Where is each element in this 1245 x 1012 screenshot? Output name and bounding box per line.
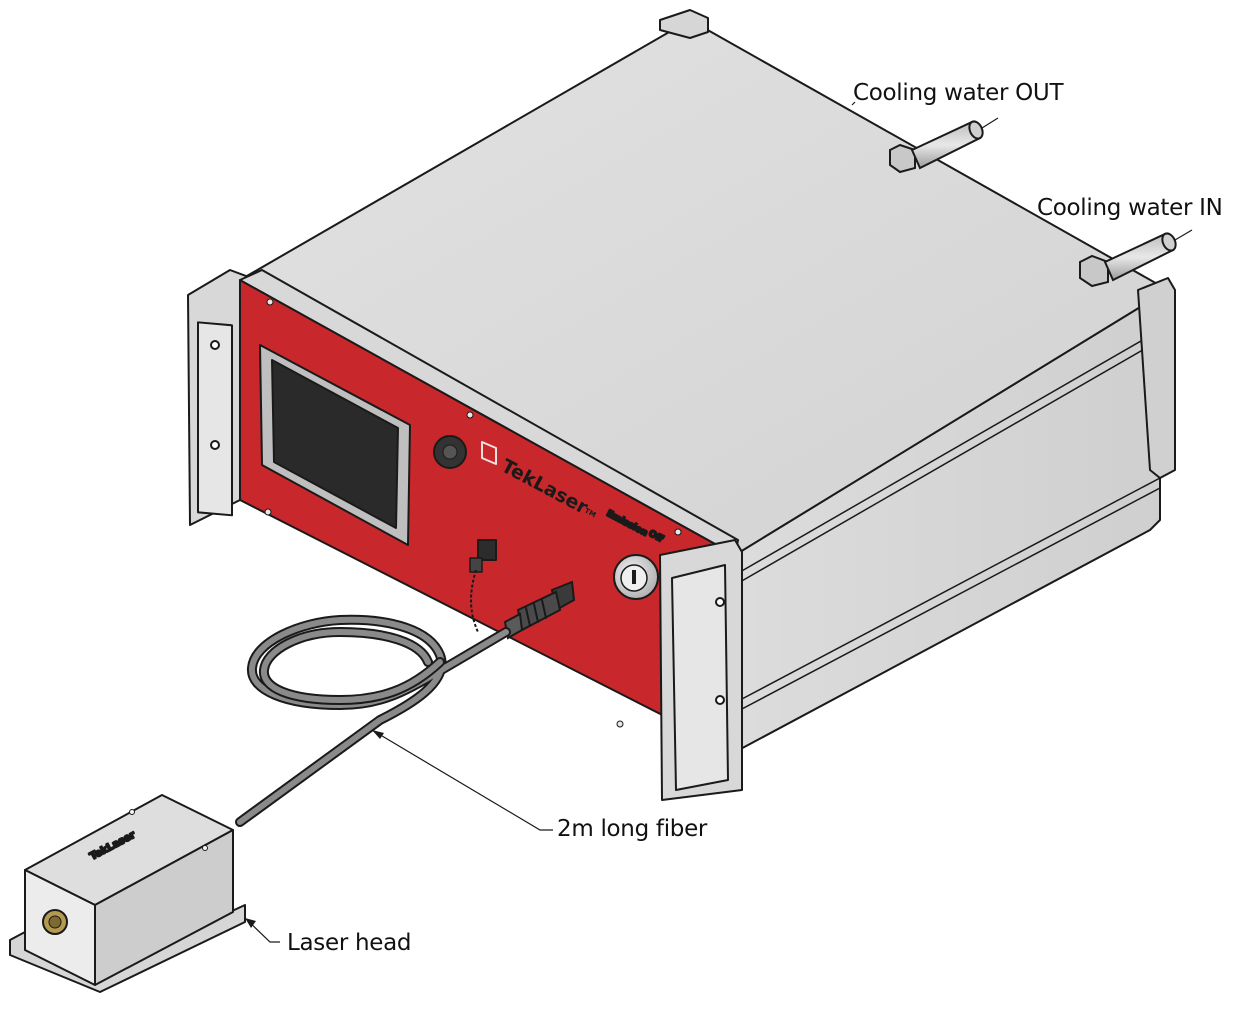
optical-fiber xyxy=(235,580,576,827)
rack-ear-face xyxy=(197,321,233,517)
callout-cooling-water-in: Cooling water IN xyxy=(1037,195,1223,221)
leader-laser-head xyxy=(244,917,280,943)
callout-cooling-water-out: Cooling water OUT xyxy=(853,80,1064,106)
laser-head: TekLaser xyxy=(9,794,246,993)
callout-leaders xyxy=(244,101,1193,943)
cooling-pipe-out xyxy=(889,120,984,174)
side-groove xyxy=(739,477,1161,701)
laser-chassis xyxy=(239,9,1176,753)
fiber-port[interactable] xyxy=(477,539,497,561)
rear-post xyxy=(1137,277,1176,479)
side-groove xyxy=(739,339,1161,583)
leader-fiber xyxy=(371,729,553,831)
callout-laser-head: Laser head xyxy=(287,930,412,956)
front-panel: TekLaser TM Emission Off xyxy=(187,269,743,801)
leader-cooling-out xyxy=(851,101,999,129)
side-groove xyxy=(739,329,1161,573)
callout-fiber: 2m long fiber xyxy=(557,816,708,842)
rear-rail xyxy=(659,9,709,39)
leader-cooling-in xyxy=(1174,229,1193,241)
dust-cap-tether xyxy=(470,569,479,633)
cooling-pipe-in xyxy=(1079,232,1177,288)
side-groove xyxy=(739,487,1161,711)
touchscreen-display[interactable] xyxy=(271,359,399,529)
